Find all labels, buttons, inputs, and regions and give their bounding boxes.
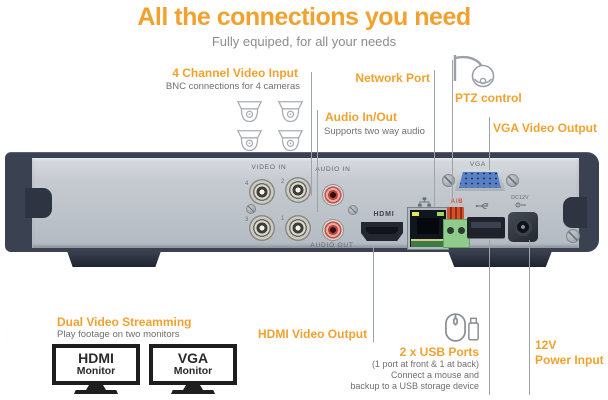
hdmi-monitor-icon: HDMI Monitor [52,344,140,395]
audio-in-label: AUDIO IN [315,166,351,173]
bnc-connector-1 [285,215,311,241]
callout-audio-label: Audio In/Out [325,110,397,124]
vga-monitor-icon: VGA Monitor [149,344,237,395]
device-reflection: VIDEO IN 4 2 3 1 AUDIO IN AUDIO OUT HDMI… [5,269,599,385]
ethernet-jack [417,218,439,234]
callout-dual-stream-desc: Play footage on two monitors [57,329,180,340]
dc-power-label: DC12V [511,195,529,201]
usb-desc-line-1: (1 port at front & 1 at back) [371,359,479,369]
terminal-hole [5,371,12,378]
leader-line-ptz [452,60,453,202]
dc-power-jack [508,212,538,242]
device-foot [67,251,161,267]
callout-audio-desc: Supports two way audio [324,126,425,137]
network-icon [418,197,431,207]
bnc-number: 3 [245,217,249,223]
ethernet-pcb [411,239,445,247]
vga-screw-post [506,174,519,187]
panel-screw-icon [246,204,256,214]
callout-video-input-desc: BNC connections for 4 cameras [165,81,300,92]
callout-dual-stream-label: Dual Video Streamming [57,315,192,329]
dome-camera-icon [277,101,304,123]
monitor-sublabel: Monitor [173,365,213,377]
leader-line-vga [489,117,490,170]
page-subtitle: Fully equiped, for all your needs [211,34,397,49]
monitor-base [74,390,118,394]
rca-audio-out-connector [322,219,344,241]
leader-line-video-input [311,72,312,196]
callout-ptz-label: PTZ control [455,91,522,105]
leader-line-network [434,70,435,207]
leader-line-hdmi [373,246,374,342]
panel-screw-icon [348,205,358,215]
dvr-device: VIDEO IN 4 2 3 1 AUDIO IN AUDIO OUT HDMI… [5,152,599,268]
panel-screw-icon [5,329,7,331]
leader-line-audio [317,110,318,212]
dome-camera-icon [236,130,263,152]
callout-vga-label: VGA Video Output [493,121,597,135]
callout-video-input-label: 4 Channel Video Input [172,66,298,80]
vga-screw-post [442,174,455,187]
vga-port-pins [459,172,501,188]
dome-camera-icon [277,130,304,152]
callout-hdmi-label: HDMI Video Output [258,327,368,341]
dome-camera-icon-grid [231,99,309,155]
audio-out-label: AUDIO OUT [310,242,354,249]
usb-port [467,217,505,238]
rs485-terminal-block [443,219,470,248]
vga-port-label: VGA [469,161,487,168]
device-left-tab [25,188,52,218]
ethernet-led [412,212,419,216]
ethernet-led [5,379,12,383]
terminal-hole [447,227,454,234]
bnc-number: 2 [281,179,285,185]
hdmi-port-label: HDMI [373,211,395,218]
network-icon [5,372,18,382]
bnc-connector-3 [249,215,275,241]
monitor-stand [183,385,203,390]
hdmi-port [361,222,403,241]
monitor-stand [86,385,106,390]
ptz-camera-icon [453,55,495,88]
dome-camera-icon [236,101,263,123]
vga-screw-post [5,354,18,367]
callout-usb-label: 2 x USB Ports [399,345,479,359]
leader-line-power [529,240,530,395]
rs485-ab-label: A/B [450,199,464,205]
device-foot [448,251,552,267]
usb-icon [5,355,19,361]
monitor-screen: HDMI Monitor [52,344,140,385]
dc-polarity-icon [5,336,16,342]
monitor-screen: VGA Monitor [149,344,237,385]
usb-desc-line-3: backup to a USB storage device [350,381,479,391]
callout-network-label: Network Port [355,71,430,85]
rs485-terminal-top [447,207,464,219]
page-title: All the connections you need [137,3,471,31]
bnc-connector-4 [249,179,275,205]
dc-power-label: DC12V [5,342,30,349]
terminal-hole [458,227,465,234]
panel-screw-icon [566,229,580,243]
usb-desc-line-2: Connect a mouse and [390,370,479,380]
monitor-label: VGA [177,350,209,366]
callout-power-label: 12V Power Input [535,338,604,367]
monitor-sublabel: Monitor [76,365,116,377]
rca-audio-in-connector [322,184,344,206]
bnc-connector-2 [285,177,311,203]
mouse-icon [445,313,466,342]
leader-line-usb [489,240,490,395]
monitor-base [171,390,215,394]
ethernet-port [408,208,448,249]
monitor-label: HDMI [78,350,114,366]
usb-icon [475,203,489,209]
device-right-tab [563,197,587,228]
bnc-number: 4 [245,181,249,187]
video-in-label: VIDEO IN [251,164,287,171]
vga-port [455,169,505,191]
ethernet-led [437,212,444,216]
bnc-number: 1 [281,216,285,222]
dc-polarity-icon [515,202,526,208]
callout-usb-desc: (1 port at front & 1 at back) Connect a … [350,359,479,392]
usb-stick-icon [468,317,479,341]
